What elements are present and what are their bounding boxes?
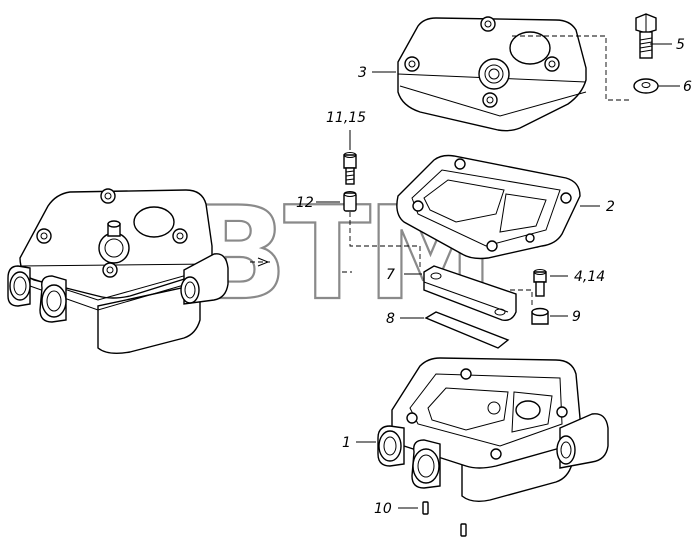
part-2-gasket xyxy=(396,154,581,260)
part-11-15-screw xyxy=(343,152,357,185)
callout-9: 9 xyxy=(572,309,581,325)
part-3-head-cover xyxy=(397,16,587,132)
assembled-compressor xyxy=(7,188,229,355)
part-7-bracket xyxy=(423,265,517,322)
part-1-cylinder-body xyxy=(377,357,609,503)
assembly-line-bolt xyxy=(512,35,632,101)
part-12-sleeve xyxy=(343,191,357,212)
leader-lines xyxy=(316,43,680,509)
assembly-arrow-head xyxy=(257,257,270,267)
callout-7: 7 xyxy=(386,267,395,283)
part-4-14-screw xyxy=(533,269,547,297)
callouts: 3 5 6 11,15 12 2 7 4,14 8 9 1 10 xyxy=(296,37,692,517)
part-8-reed-strip xyxy=(424,311,510,349)
callout-2: 2 xyxy=(606,199,615,215)
assembly-line-sleeve xyxy=(349,212,421,270)
callout-5: 5 xyxy=(676,37,685,53)
callout-3: 3 xyxy=(358,65,367,81)
callout-6: 6 xyxy=(683,79,692,95)
callout-4-14: 4,14 xyxy=(574,269,605,285)
callout-11-15: 11,15 xyxy=(326,110,366,126)
part-6-washer xyxy=(633,78,659,94)
part-10-pins xyxy=(422,501,467,537)
callout-1: 1 xyxy=(342,435,351,451)
callout-8: 8 xyxy=(386,311,395,327)
callout-12: 12 xyxy=(296,195,314,211)
callout-10: 10 xyxy=(374,501,392,517)
assembly-line-9 xyxy=(510,289,533,308)
part-5-bolt xyxy=(635,13,657,59)
part-9-nut xyxy=(531,307,549,325)
